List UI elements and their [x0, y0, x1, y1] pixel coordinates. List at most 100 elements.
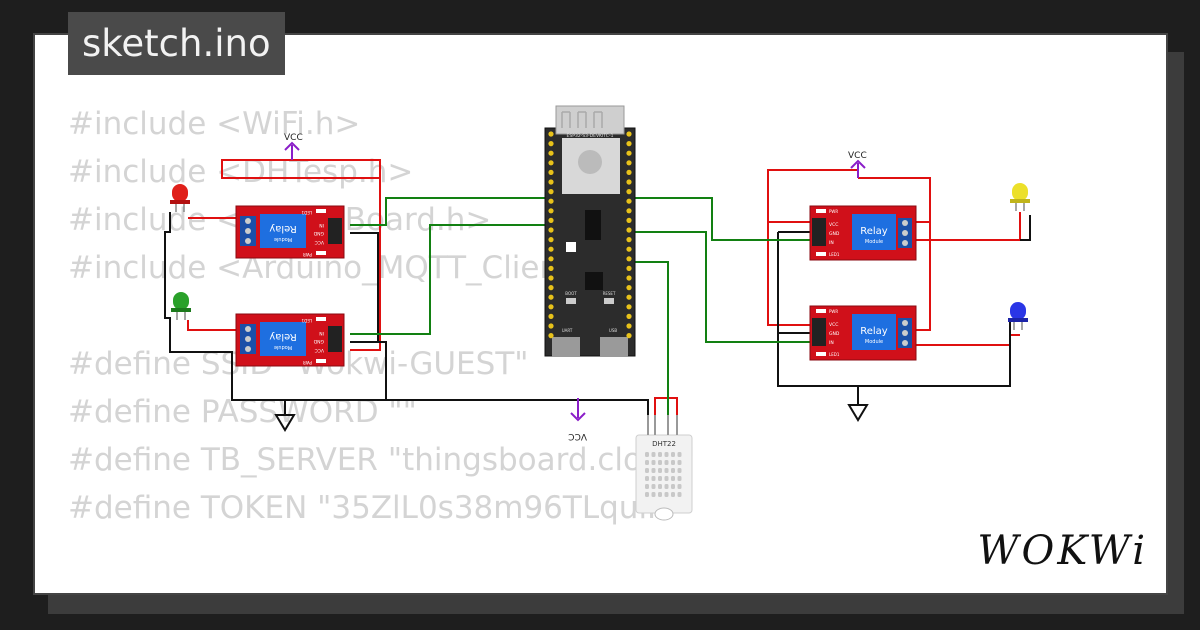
relay-module-1[interactable]: Relay Module IN GND VCC LED1 PWR	[235, 205, 345, 259]
header-pin	[548, 141, 554, 147]
grille-slot	[671, 468, 675, 473]
grille-slot	[651, 452, 656, 457]
header-pin	[548, 217, 554, 223]
led-yellow[interactable]	[1010, 183, 1030, 211]
header-pin	[626, 313, 632, 319]
header-pin	[548, 304, 554, 310]
header-pin	[548, 256, 554, 262]
relay-module-4[interactable]: Relay Module VCC GND IN PWR LED1	[809, 305, 917, 361]
wire-relay4-in	[632, 231, 812, 343]
vcc-label: VCC	[848, 151, 867, 161]
header-pin	[626, 246, 632, 252]
purple-wires	[284, 141, 866, 422]
relay-led-label: LED1	[829, 352, 840, 357]
relay-pin-vcc: VCC	[829, 222, 838, 228]
header-pin	[626, 256, 632, 262]
relay-pwr-label: PWR	[829, 309, 838, 314]
relay-pin-gnd: GND	[313, 338, 324, 344]
header-pin	[548, 313, 554, 319]
relay-pwr-label: PWR	[303, 252, 312, 257]
grille-slot	[658, 484, 662, 489]
header-pin	[548, 131, 554, 137]
relay-pin-vcc: VCC	[315, 347, 324, 353]
dht22-label: DHT22	[652, 440, 676, 448]
file-tab[interactable]: sketch.ino	[68, 12, 285, 75]
relay-pin-gnd: GND	[313, 230, 324, 236]
relay-module-3[interactable]: Relay Module VCC GND IN PWR LED1	[809, 205, 917, 261]
relay-pin-in: IN	[319, 330, 324, 336]
grille-slot	[677, 460, 682, 465]
wire-relay1-in	[350, 197, 548, 226]
vcc-label: VCC	[568, 431, 587, 441]
grille-slot	[664, 460, 669, 465]
header-pin	[626, 237, 632, 243]
header-pin	[626, 227, 632, 233]
header-pin	[548, 160, 554, 166]
wire-led-blue	[915, 334, 1020, 346]
led-red[interactable]	[170, 184, 190, 212]
header-pin	[626, 294, 632, 300]
header-pin	[548, 333, 554, 339]
grille-slot	[664, 468, 669, 473]
wire-dht-data	[632, 261, 669, 415]
reset-label: RESET	[603, 291, 616, 296]
header-pin	[626, 189, 632, 195]
header-pin	[626, 304, 632, 310]
header-pin	[626, 275, 632, 281]
ground-symbol	[847, 404, 869, 422]
grille-slot	[664, 476, 669, 481]
grille-slot	[671, 452, 675, 457]
header-pin	[548, 150, 554, 156]
header-pin	[626, 333, 632, 339]
grille-slot	[671, 492, 675, 497]
relay-pin-in: IN	[829, 240, 834, 246]
grille-slot	[664, 452, 669, 457]
vcc-label: VCC	[284, 133, 303, 143]
wire-relay3-in	[632, 197, 812, 241]
relay-module-2[interactable]: Relay Module IN GND VCC LED1 PWR	[235, 313, 345, 367]
relay-led-label: LED1	[829, 252, 840, 257]
led-green[interactable]	[171, 292, 191, 320]
header-pin	[548, 265, 554, 271]
header-pin	[626, 198, 632, 204]
header-pin	[626, 208, 632, 214]
wire-dht-vcc	[654, 397, 678, 415]
relay-pin-gnd: GND	[829, 331, 840, 337]
grille-slot	[651, 468, 656, 473]
grille-slot	[658, 468, 662, 473]
header-pin	[626, 131, 632, 137]
grille-slot	[651, 492, 656, 497]
led-blue[interactable]	[1008, 302, 1028, 330]
header-pin	[626, 160, 632, 166]
grille-slot	[645, 476, 649, 481]
header-pin	[548, 323, 554, 329]
relay-subtitle: Module	[865, 239, 883, 245]
header-pin	[548, 246, 554, 252]
grille-slot	[645, 484, 649, 489]
relay-pin-in: IN	[829, 340, 834, 346]
relay-pin-gnd: GND	[829, 231, 840, 237]
usb-label: USB	[609, 328, 617, 333]
relay-subtitle: Module	[865, 339, 883, 345]
grille-slot	[671, 476, 675, 481]
grille-slot	[664, 484, 669, 489]
header-pin	[626, 323, 632, 329]
relay-pin-vcc: VCC	[829, 322, 838, 328]
header-pin	[626, 169, 632, 175]
board-label: ESP32-S3-DEVKITC-1	[567, 133, 614, 139]
grille-slot	[651, 460, 656, 465]
dht22-sensor[interactable]: DHT22	[635, 415, 693, 521]
header-pin	[548, 285, 554, 291]
header-pin	[548, 189, 554, 195]
relay-pin-in: IN	[319, 222, 324, 228]
header-pin	[626, 141, 632, 147]
header-pin	[548, 227, 554, 233]
grille-slot	[658, 460, 662, 465]
wire-dht-gnd	[386, 399, 649, 415]
relay-title: Relay	[269, 331, 297, 342]
header-pin	[626, 150, 632, 156]
header-pin	[548, 208, 554, 214]
header-pin	[548, 294, 554, 300]
esp32-s3-board[interactable]: ESP32-S3-DEVKITC-1 BOOT RESET UART USB	[544, 105, 636, 357]
